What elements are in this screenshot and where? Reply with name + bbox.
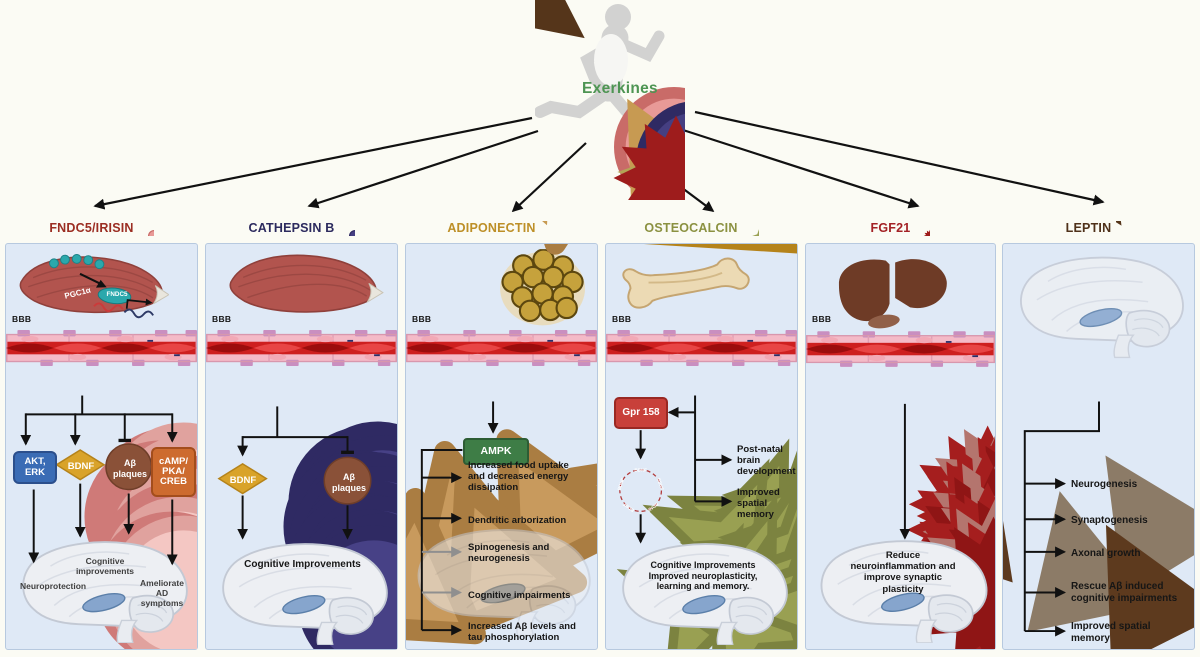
cathepsin-pathway-art [206,248,397,649]
bbb-label: BBB [812,314,832,324]
pathway-arrows [635,395,733,544]
wheel-bdnf-label: BDNF [656,477,665,491]
outcome-neuroprotection: Neuroprotection [20,581,87,591]
outcome-cognitive: Cognitive improvements [75,556,135,577]
title-label: OSTEOCALCIN [644,221,738,235]
effect-neurogenesis: Neurogenesis [1071,479,1138,490]
bbb-label: BBB [412,314,432,324]
effect-synaptogenesis: Synaptogenesis [1071,515,1148,526]
exerkines-label: Exerkines [582,80,658,97]
bbb-label: BBB [12,314,32,324]
abeta-plaques-circle [105,443,153,491]
panel-adiponectin: BBB AMPK Increased food uptake and decre… [405,243,598,650]
effect-food-uptake: Increased food uptake and decreased ener… [468,460,569,494]
wheel-bdnf-label: BDNF [617,477,626,491]
muscle-illustration [227,248,387,321]
outcome-cognitive-improvements: Cognitive Improvements [244,559,361,570]
fgf21-pathway-art [806,259,995,649]
gpr158-node: Gpr 158 [614,397,668,429]
effect-cognitive-impairments: Cognitive impairments [468,590,571,601]
blood-brain-barrier-vessel [406,329,597,367]
bone-illustration [621,255,752,310]
cathepsin-circle-icon [340,221,355,236]
wheel-bdnf-label: BDNF [646,502,659,514]
adiponectin-triangle-icon [541,221,556,236]
muscle-illustration [18,249,172,321]
bdnf-diamond [55,449,106,481]
panel-leptin: Neurogenesis Synaptogenesis Axonal growt… [1002,243,1195,650]
title-label: LEPTIN [1065,221,1112,235]
effect-spatial-memory: Improved spatial memory [737,487,780,521]
pathway-arrows [237,406,354,540]
leptin-triangle-icon [1116,221,1131,236]
ampk-node: AMPK [463,438,529,465]
gray-pathway-arrows [421,546,463,598]
brain-illustration [1019,256,1184,359]
title-adiponectin: ADIPONECTIN [405,219,598,237]
runner-shirt [594,34,628,86]
panel-osteocalcin: BDNF BDNF BDNF BDNF BDNF BBB Gpr 158 Pos… [605,243,798,650]
effect-abeta-tau: Increased Aβ levels and tau phosphorylat… [468,621,576,644]
irisin-circle-icon [139,221,154,236]
osteocalcin-star-icon [743,220,759,236]
title-cathepsin-b: CATHEPSIN B [205,219,398,237]
effect-spinogenesis: Spinogenesis and neurogenesis [468,542,550,565]
pathway-arrows [1023,401,1100,637]
wheel-bdnf-label: BDNF [634,467,647,472]
effect-dendritic-arborization: Dendritic arborization [468,515,567,526]
camp-pka-creb-node: cAMP/ PKA/ CREB [151,447,196,497]
panel-fndc5-irisin: BBB PGC1α FNDC5 AKT, ERK BDNF Aβ plaques… [5,243,198,650]
title-fgf21: FGF21 [805,219,996,237]
bbb-label: BBB [612,314,632,324]
liver-illustration [838,259,947,331]
blood-brain-barrier-vessel [806,330,995,368]
blood-brain-barrier-vessel [6,329,197,367]
title-label: CATHEPSIN B [248,221,335,235]
bdnf-diamond [217,462,268,495]
adipose-tissue-illustration [498,249,587,327]
outcome-neuroinflammation: Reduce neuroinflammation and improve syn… [850,550,956,595]
title-label: FNDC5/IRISIN [49,221,134,235]
effect-improved-spatial-memory: Improved spatial memory [1071,621,1151,644]
leptin-pathway-art [1003,244,1194,649]
wheel-bdnf-label: BDNF [622,501,635,513]
adiponectin-pathway-art [406,244,597,649]
title-label: FGF21 [870,221,911,235]
title-osteocalcin: OSTEOCALCIN [605,219,798,237]
fgf21-burst-icon [915,221,930,236]
title-fndc5-irisin: FNDC5/IRISIN [5,219,198,237]
pathway-arrows [420,401,499,636]
panel-fgf21: BBB Reduce neuroinflammation and improve… [805,243,996,650]
panel-cathepsin-b: BBB BDNF Aβ plaques Cognitive Improvemen… [205,243,398,650]
effect-postnatal: Post-natal brain development [737,444,796,478]
runner-silhouette [535,0,685,200]
title-leptin: LEPTIN [1002,219,1195,237]
outcome-ameliorate: Ameliorate AD symptoms [140,578,184,609]
pathway-arrows [20,395,178,566]
osteocalcin-pathway-art: BDNF BDNF BDNF BDNF BDNF [606,244,797,649]
outcome-cognitive-improvements: Cognitive Improvements Improved neuropla… [648,560,758,592]
bbb-label: BBB [212,314,232,324]
akt-erk-node: AKT, ERK [13,451,57,484]
abeta-plaques-circle [323,456,372,505]
blood-brain-barrier-vessel [206,329,397,367]
blood-brain-barrier-vessel [606,329,797,367]
title-label: ADIPONECTIN [447,221,536,235]
effect-axonal-growth: Axonal growth [1071,548,1141,559]
effect-rescue-abeta: Rescue Aβ induced cognitive impairments [1071,581,1178,604]
